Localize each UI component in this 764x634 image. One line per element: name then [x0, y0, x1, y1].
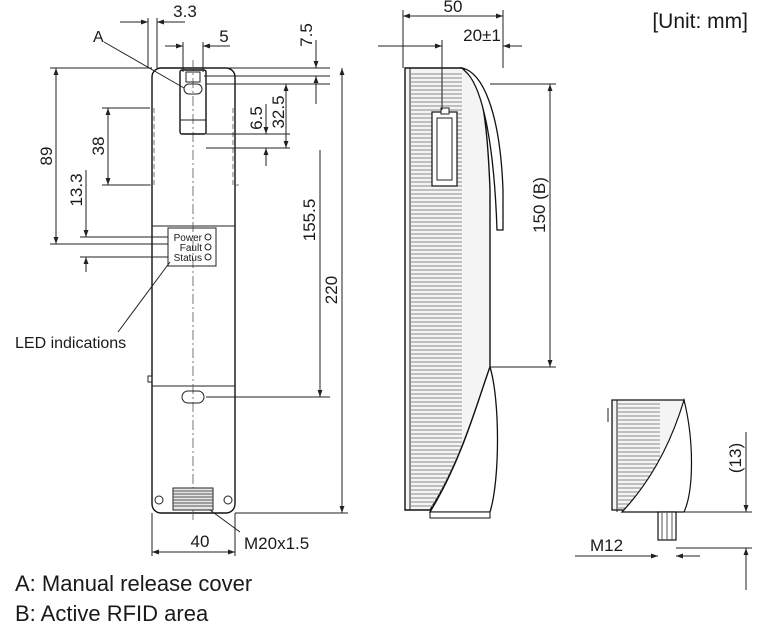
dim-front-offset-top: 3.3: [173, 2, 197, 21]
led-status-label: Status: [174, 253, 202, 264]
unit-note: [Unit: mm]: [652, 10, 748, 33]
marker-a-leader: [103, 41, 185, 89]
dim-front-cover-width: 5: [219, 27, 228, 46]
led-power-label: Power: [174, 233, 203, 244]
dim-front-cover-gap: 6.5: [247, 106, 266, 130]
side-window-tab: [440, 107, 450, 115]
legend-b: B: Active RFID area: [15, 601, 209, 626]
dim-front-led-spacing: 13.3: [67, 173, 86, 206]
dim-front-cover-height: 7.5: [297, 23, 316, 47]
dim-side-depth: 50: [444, 0, 463, 16]
dim-side-rfid-area: 150 (B): [530, 177, 549, 233]
screw-right: [223, 495, 233, 505]
release-cover-slot: [183, 83, 203, 95]
connector-grille-ribs: [173, 490, 213, 507]
dim-front-mount-height: 155.5: [300, 199, 319, 242]
screw-left: [154, 495, 164, 505]
dim-front-cover-region: 38: [89, 137, 108, 156]
side-dimensions: 50 20±1 150 (B): [378, 0, 556, 368]
front-hidden-left: [148, 108, 155, 186]
side-ribs: [411, 73, 462, 507]
release-cover-tab: [185, 71, 201, 83]
led-indications-label: LED indications: [15, 335, 126, 352]
legend-a: A: Manual release cover: [15, 571, 252, 596]
dim-side-rfid-depth: 20±1: [463, 26, 501, 45]
detail-view: [611, 397, 693, 541]
front-dimensions: 3.3 5 A 7.5 6.5 32.5 89 38: [15, 2, 348, 556]
side-base-lip: [429, 511, 491, 519]
thread-leader: [209, 509, 241, 533]
front-view: Power Fault Status: [147, 60, 239, 520]
manual-release-cover: [179, 69, 207, 135]
led-fault-indicator: [204, 243, 212, 251]
dim-front-total-height: 220: [322, 276, 341, 304]
front-body-outline: [151, 67, 236, 514]
side-window-inner: [436, 117, 453, 181]
dim-front-width: 40: [191, 532, 210, 551]
detail-dimensions: (13) M12: [575, 408, 752, 590]
led-status-indicator: [204, 253, 212, 261]
side-rfid-cover: [460, 66, 504, 231]
dim-front-led-window: 89: [37, 147, 56, 166]
front-side-notch: [147, 375, 153, 383]
led-indications-leader: [117, 261, 171, 333]
led-power-indicator: [204, 233, 212, 241]
dim-front-cover-length: 32.5: [269, 95, 288, 128]
mounting-slot: [181, 390, 205, 404]
dim-detail-length: (13): [726, 443, 745, 473]
side-view: [404, 66, 504, 519]
front-hidden-right: [232, 108, 239, 186]
led-fault-label: Fault: [180, 243, 202, 254]
dim-detail-connector: M12: [590, 536, 623, 555]
dim-connector-thread: M20x1.5: [244, 534, 309, 553]
led-panel: [167, 227, 217, 267]
marker-a-label: A: [93, 29, 104, 46]
detail-cover: [620, 397, 693, 513]
